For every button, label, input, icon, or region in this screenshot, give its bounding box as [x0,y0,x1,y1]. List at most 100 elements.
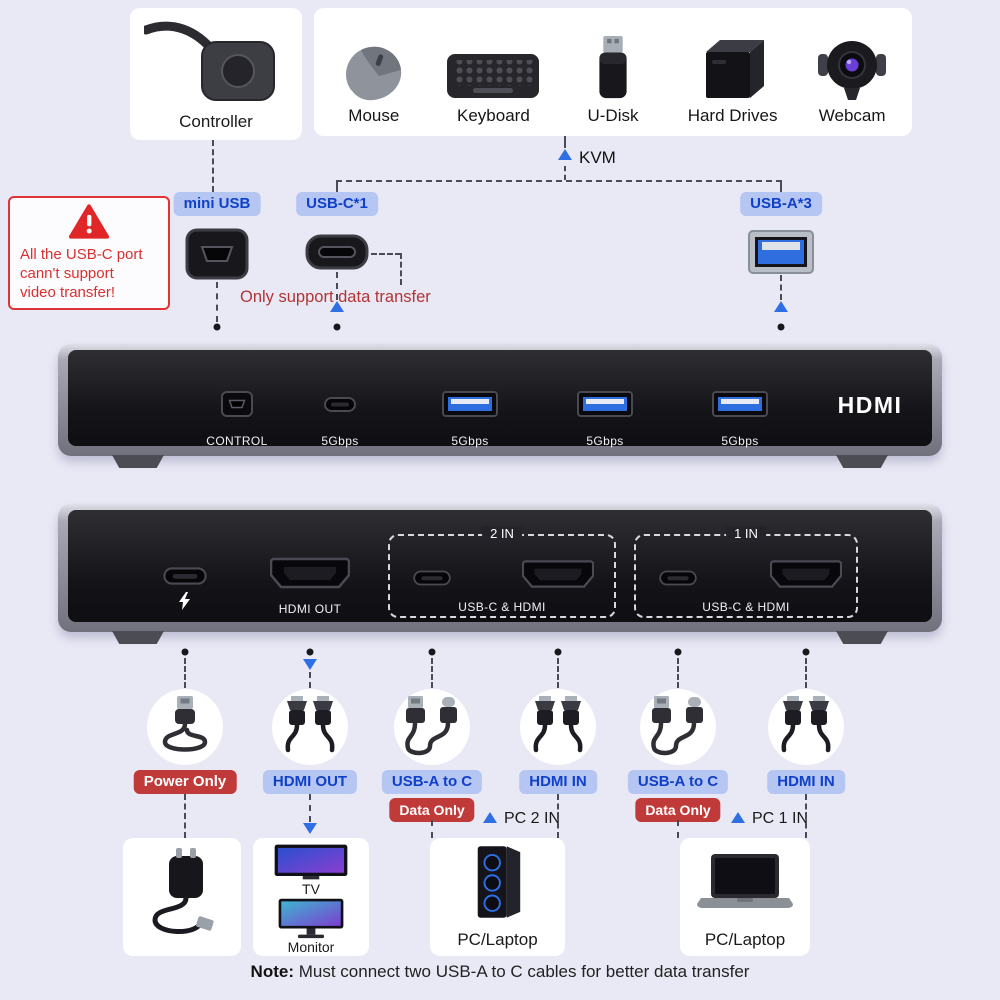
usb-a-pill: USB-A*3 [740,192,822,216]
usb-a-to-c-cable-badge [640,689,716,765]
pc1-usb-c-port-icon [659,570,697,586]
usb-c-pill: USB-C*1 [296,192,378,216]
device-label: U-Disk [587,106,639,125]
connector-dot [674,648,682,656]
laptop-label: PC/Laptop [704,930,786,949]
connector-line [400,253,402,285]
usb-a-5gbps-port-icon [712,391,768,417]
connector-line [371,253,401,255]
hdmi-in-right-pill: HDMI IN [767,770,845,794]
pc-tower-icon [470,842,526,922]
device-foot [112,455,164,468]
footer-note-prefix: Note: [250,962,294,981]
warning-line: cann't support [20,265,114,282]
tv-label: TV [302,881,320,897]
connector-line [557,658,559,688]
keyboard-icon [445,48,541,102]
connector-line [336,180,782,182]
warning-box: All the USB-C port cann't support video … [8,196,170,310]
laptop-card: PC/Laptop [680,838,810,956]
data-only-right-pill: Data Only [635,798,721,822]
monitor-icon [273,897,349,939]
hard-drive-icon [698,36,768,102]
control-mini-usb-port-icon [219,391,255,417]
mouse-icon [341,42,407,102]
connector-line [309,672,311,688]
mini-usb-pill: mini USB [173,192,261,216]
group-1in-title: 1 IN [726,526,766,542]
controller-icon [141,18,284,106]
device-foot [836,455,888,468]
connector-line [805,658,807,688]
power-cable-badge [147,689,223,765]
pc1-hdmi-port-icon [769,559,843,589]
hdmi-in-cable-badge [520,689,596,765]
monitor-label: Monitor [287,939,335,955]
port-label-5gbps: 5Gbps [321,434,359,448]
flow-arrow-icon [303,823,317,834]
connector-line [216,282,218,322]
connector-line [677,820,679,838]
connector-line [309,794,311,822]
usb-a-to-c-cable-badge [394,689,470,765]
connector-line [431,820,433,838]
hdmi-logo: HDMI [837,392,903,418]
power-adapter-icon [135,846,229,942]
pc2-usb-c-port-icon [413,570,451,586]
device-keyboard: Keyboard [434,8,554,136]
pc1-in-arrow-icon [731,812,745,823]
power-cable-icon [155,694,215,761]
tv-icon [265,843,357,881]
device-label: Webcam [818,106,886,125]
usb-a-to-c-right-pill: USB-A to C [627,770,729,794]
kvm-front-panel [58,344,942,456]
connector-line [564,166,566,180]
hdmi-cable-icon [774,694,838,761]
port-label-5gbps: 5Gbps [721,434,759,448]
hdmi-in-left-pill: HDMI IN [519,770,597,794]
connector-dot [802,648,810,656]
usb-a-port-icon [748,230,814,274]
usb-a-5gbps-port-icon [442,391,498,417]
pc2-in-label: PC 2 IN [503,810,561,827]
connector-line [564,136,566,148]
port-label-5gbps: 5Gbps [451,434,489,448]
power-only-pill: Power Only [133,770,237,794]
connector-line [780,275,782,300]
pc-tower-card: PC/Laptop [430,838,565,956]
port-label-control: CONTROL [206,434,268,448]
power-icon [179,592,191,610]
device-udisk: U-Disk [553,8,673,136]
flow-arrow-icon [303,659,317,670]
connector-dot [213,323,221,331]
pc1-in-label: PC 1 IN [751,810,809,827]
connector-line [184,658,186,688]
connector-dot [306,648,314,656]
kvm-front-face [68,350,932,446]
connector-dot [554,648,562,656]
usb-c-note: Only support data transfer [240,288,431,306]
kvm-label: KVM [579,148,616,167]
pc-tower-label: PC/Laptop [457,930,538,949]
connector-line [557,794,559,838]
hdmi-out-port-icon [269,557,351,589]
connector-line [431,658,433,688]
controller-label: Controller [179,112,253,131]
group-2in-caption: USB-C & HDMI [458,600,546,614]
data-only-left-pill: Data Only [389,798,475,822]
connector-line [184,794,186,838]
footer-note: Note: Must connect two USB-A to C cables… [0,962,1000,982]
device-label: Keyboard [457,106,530,125]
kvm-arrow-icon [558,149,572,160]
mini-usb-port-icon [185,228,249,280]
hdmi-cable-icon [278,694,342,761]
webcam-icon [816,38,888,102]
connector-line [336,181,338,192]
usb-c-port-icon [305,234,369,270]
hdmi-out-port-label: HDMI OUT [278,602,342,616]
connector-dot [333,323,341,331]
pc2-in-arrow-icon [483,812,497,823]
connector-line [805,794,807,838]
hdmi-out-cable-badge [272,689,348,765]
device-label: Mouse [348,106,400,125]
